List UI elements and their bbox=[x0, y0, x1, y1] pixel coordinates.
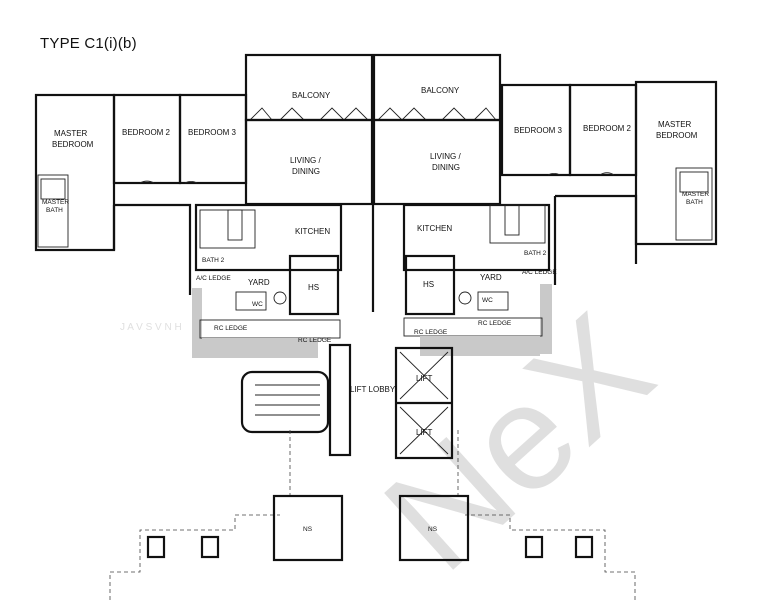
label-ns-left: NS bbox=[303, 526, 313, 533]
label-lift-2: LIFT bbox=[416, 428, 433, 437]
left-bedroom-2 bbox=[112, 93, 182, 185]
label-right-living-1: LIVING / bbox=[430, 152, 461, 161]
label-left-rc-ledge-2: RC LEDGE bbox=[298, 337, 332, 344]
core bbox=[240, 343, 454, 460]
label-left-wc: WC bbox=[252, 301, 263, 308]
right-unit bbox=[372, 53, 718, 356]
label-left-balcony: BALCONY bbox=[292, 91, 331, 100]
label-left-yard: YARD bbox=[248, 278, 270, 287]
label-left-master-bedroom-2: BEDROOM bbox=[52, 140, 94, 149]
label-left-living-2: DINING bbox=[292, 167, 320, 176]
right-column-1 bbox=[524, 535, 544, 559]
right-kitchen bbox=[402, 203, 551, 272]
right-hs-room bbox=[404, 254, 456, 316]
left-bedroom-3 bbox=[178, 93, 248, 185]
left-hs-room bbox=[288, 254, 340, 316]
label-right-balcony: BALCONY bbox=[421, 86, 460, 95]
left-unit bbox=[34, 53, 374, 358]
left-ns-room bbox=[272, 494, 344, 562]
watermark-faint-text: J A V S V N H bbox=[120, 322, 182, 333]
right-ns-room bbox=[398, 494, 470, 562]
label-right-yard: YARD bbox=[480, 273, 502, 282]
label-ns-right: NS bbox=[428, 526, 438, 533]
right-living-dining bbox=[372, 118, 502, 206]
left-kitchen bbox=[194, 203, 343, 272]
left-column-2 bbox=[200, 535, 220, 559]
label-right-bedroom-3: BEDROOM 3 bbox=[514, 126, 563, 135]
label-right-bedroom-2: BEDROOM 2 bbox=[583, 124, 632, 133]
label-left-master-bath-2: BATH bbox=[46, 207, 63, 214]
watermark: NeX J A V S V N H bbox=[120, 282, 682, 600]
left-balcony bbox=[244, 53, 374, 122]
label-right-kitchen: KITCHEN bbox=[417, 224, 452, 233]
label-left-hs: HS bbox=[308, 283, 319, 292]
riser bbox=[328, 343, 352, 457]
label-right-rc-ledge-2: RC LEDGE bbox=[478, 320, 512, 327]
label-lift-1: LIFT bbox=[416, 374, 433, 383]
label-right-bath-2: BATH 2 bbox=[524, 250, 547, 257]
lower-structures bbox=[109, 430, 636, 600]
label-right-living-2: DINING bbox=[432, 163, 460, 172]
label-left-rc-ledge-1: RC LEDGE bbox=[214, 325, 248, 332]
label-right-master-bedroom-2: BEDROOM bbox=[656, 131, 698, 140]
right-column-2 bbox=[574, 535, 594, 559]
right-bedroom-2 bbox=[568, 83, 638, 177]
left-column-1 bbox=[146, 535, 166, 559]
label-left-master-bath-1: MASTER bbox=[42, 199, 69, 206]
room-labels: MASTER BEDROOM BEDROOM 2 BEDROOM 3 MASTE… bbox=[42, 86, 709, 533]
label-left-ac-ledge: A/C LEDGE bbox=[196, 275, 231, 282]
label-right-master-bath-2: BATH bbox=[686, 199, 703, 206]
label-right-master-bath-1: MASTER bbox=[682, 191, 709, 198]
staircase bbox=[240, 370, 330, 434]
label-left-kitchen: KITCHEN bbox=[295, 227, 330, 236]
plan-title: TYPE C1(i)(b) bbox=[40, 35, 137, 52]
label-left-living-1: LIVING / bbox=[290, 156, 321, 165]
label-right-rc-ledge-1: RC LEDGE bbox=[414, 329, 448, 336]
watermark-brand: NeX bbox=[353, 282, 682, 600]
label-lift-lobby: LIFT LOBBY bbox=[350, 385, 396, 394]
label-left-bath-2: BATH 2 bbox=[202, 257, 225, 264]
label-right-wc: WC bbox=[482, 297, 493, 304]
left-master-bedroom bbox=[34, 93, 116, 252]
label-right-master-bedroom-1: MASTER bbox=[658, 120, 692, 129]
label-right-hs: HS bbox=[423, 280, 434, 289]
label-left-bedroom-3: BEDROOM 3 bbox=[188, 128, 237, 137]
label-left-bedroom-2: BEDROOM 2 bbox=[122, 128, 171, 137]
label-left-master-bedroom-1: MASTER bbox=[54, 129, 88, 138]
label-right-ac-ledge: A/C LEDGE bbox=[522, 269, 557, 276]
